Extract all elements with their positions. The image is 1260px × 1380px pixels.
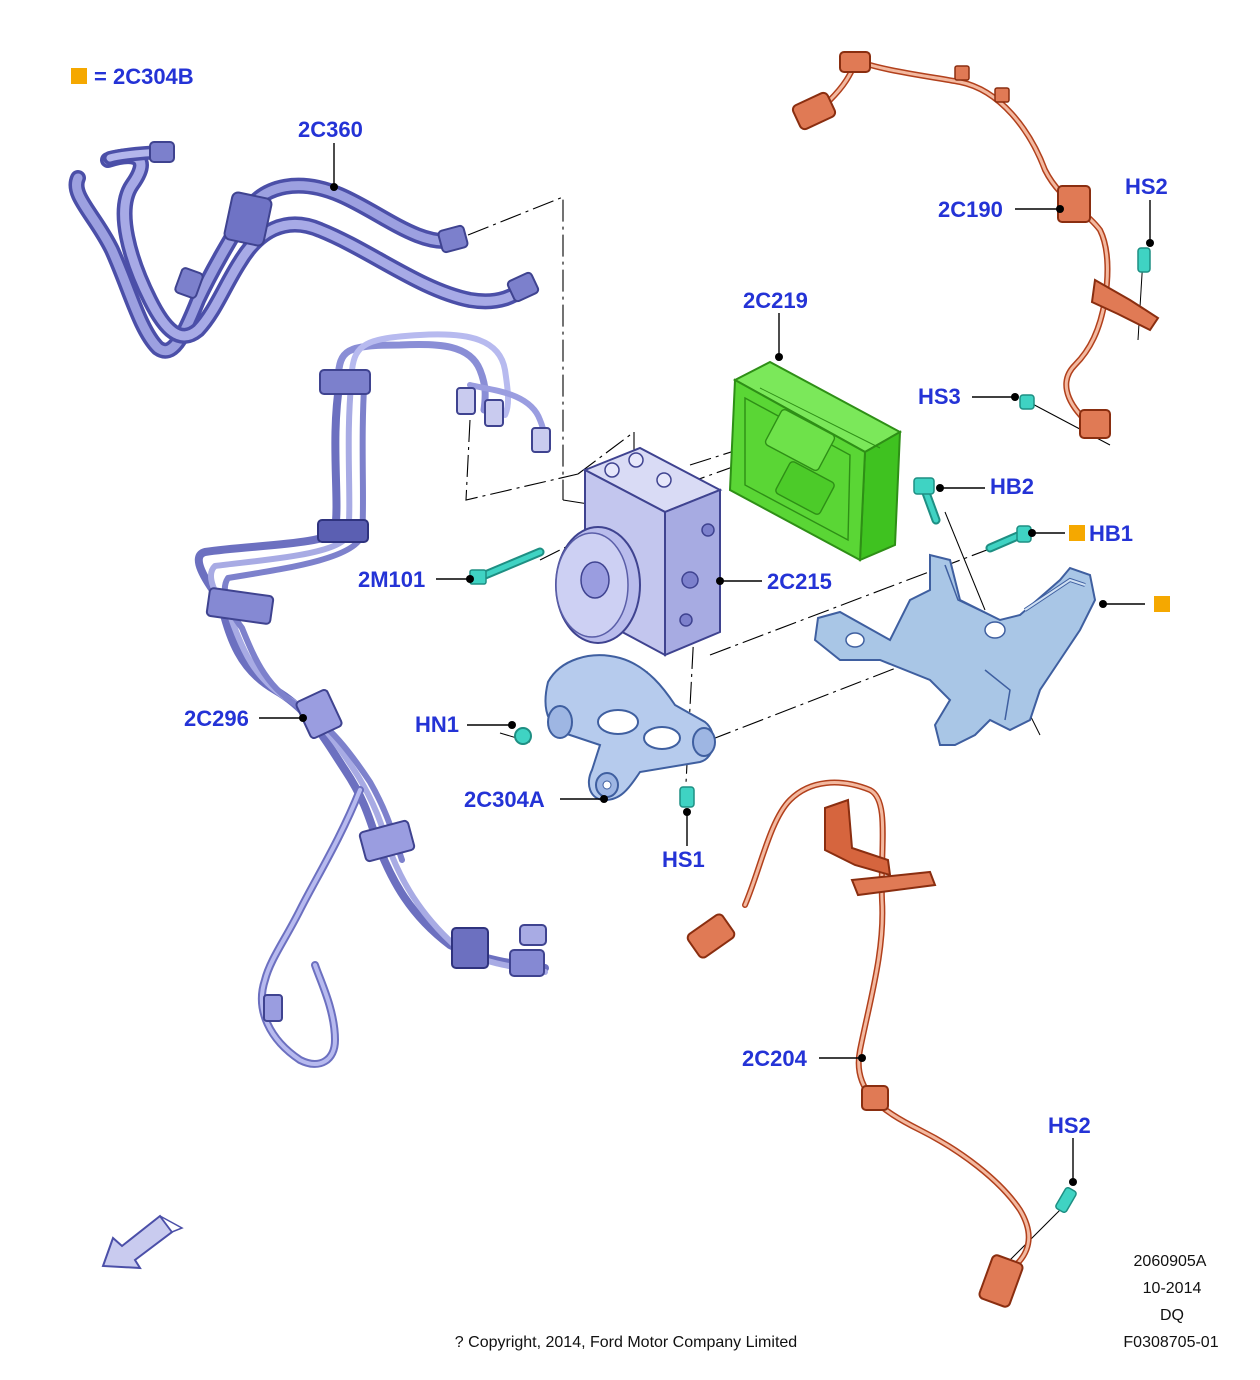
assembly-centerlines [465,196,1144,1291]
label-hb2: HB2 [990,474,1034,499]
label-2c215: 2C215 [767,569,832,594]
label-2m101: 2M101 [358,567,425,592]
brake-tube-assembly-2c296 [194,331,551,1068]
label-hs2-top: HS2 [1125,174,1168,199]
label-2c204: 2C204 [742,1046,808,1071]
drawing-code: 2060905A [1134,1253,1207,1270]
label-2c304a: 2C304A [464,787,545,812]
part-labels: 2C360 2C190 HS2 2C219 HS3 HB2 HB1 2M101 … [184,117,1170,1138]
orange-square-marker-icon [1069,525,1085,541]
main-bracket-2c304b [813,553,1097,746]
label-2c360: 2C360 [298,117,363,142]
label-2c190: 2C190 [938,197,1003,222]
drawing-footer: 2060905A 10-2014 DQ F0308705-01 ? Copyri… [455,1253,1219,1351]
sensor-harness-2c190 [791,51,1160,439]
drawing-date: 10-2014 [1143,1280,1202,1297]
direction-arrow-icon [101,1214,184,1270]
brake-tube-assembly-2c360 [68,141,540,359]
copyright-notice: ? Copyright, 2014, Ford Motor Company Li… [455,1334,797,1351]
label-2c296: 2C296 [184,706,249,731]
drawing-reference: F0308705-01 [1123,1334,1218,1351]
electronic-control-module-2c219 [728,360,903,562]
drawing-initials: DQ [1160,1307,1184,1324]
label-2c219: 2C219 [743,288,808,313]
label-hb1: HB1 [1089,521,1133,546]
orange-square-marker-icon [1154,596,1170,612]
hydraulic-control-unit-2c215 [555,446,723,657]
leader-lines [259,143,1154,1186]
label-hs1: HS1 [662,847,705,872]
sensor-harness-2c204 [686,779,1032,1308]
legend-text: = 2C304B [94,64,194,89]
label-hs2-bottom: HS2 [1048,1113,1091,1138]
label-hs3: HS3 [918,384,961,409]
legend: = 2C304B [71,64,194,89]
label-hn1: HN1 [415,712,459,737]
lower-bracket-2c304a [544,654,716,802]
orange-square-marker-icon [71,68,87,84]
